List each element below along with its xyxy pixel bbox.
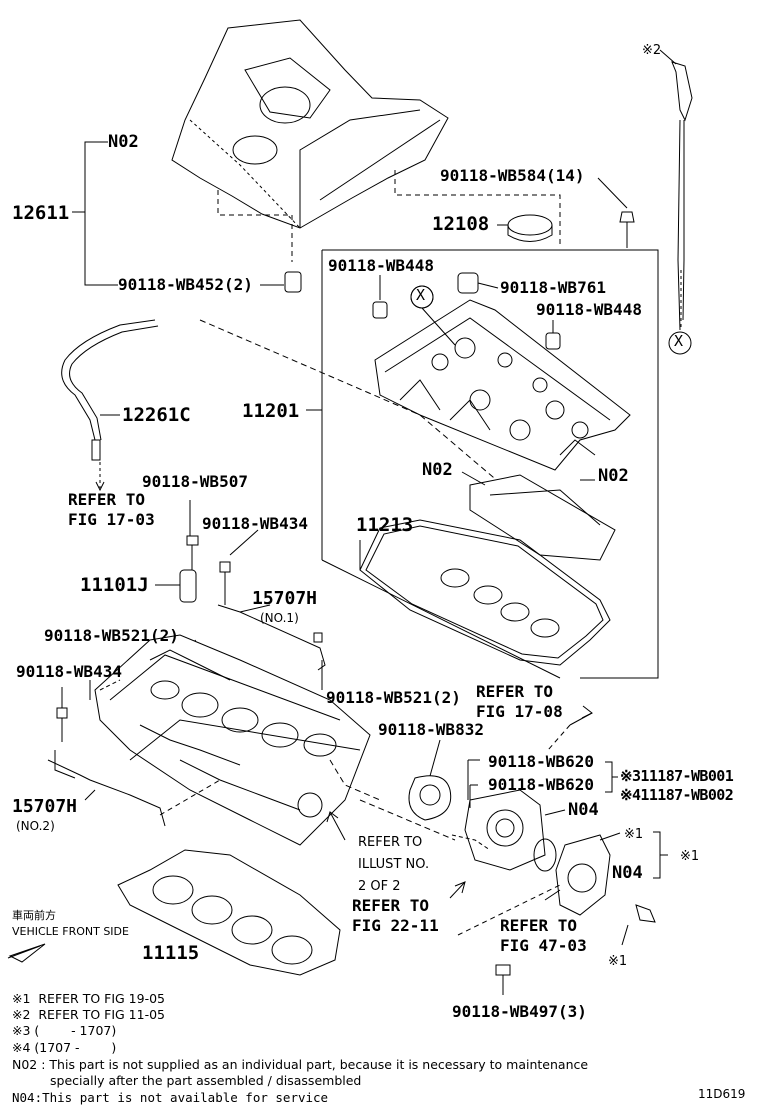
x-mark-left: X <box>416 286 426 304</box>
cylinder-head <box>94 634 371 846</box>
part-11101j-label: 11101J <box>80 574 149 596</box>
part-90118-wb448-a-label: 90118-WB448 <box>328 256 434 275</box>
part-15707h-a-label: 15707H <box>252 588 318 609</box>
figure-id: 11D619 <box>698 1087 746 1101</box>
head-gasket-11115 <box>117 849 341 976</box>
footnote-1: ※1 REFER TO FIG 19-05 <box>12 991 166 1006</box>
refer-fig-47-03: REFER TO FIG 47-03 <box>500 916 587 955</box>
part-12108-label: 12108 <box>432 213 490 235</box>
part-90118-wb434-a-label: 90118-WB434 <box>202 514 308 533</box>
footnote-3: ※3 ( - 1707) <box>12 1023 117 1038</box>
part-90118-wb507-label: 90118-WB507 <box>142 472 248 491</box>
part-90118-wb452-label: 90118-WB452(2) <box>118 275 253 294</box>
n02-top-label: N02 <box>108 132 139 152</box>
part-90118-wb521-a-label: 90118-WB521(2) <box>44 626 179 645</box>
hose-12261c <box>61 319 159 461</box>
part-90118-wb434-b-label: 90118-WB434 <box>16 662 122 681</box>
part-90118-wb497-label: 90118-WB497(3) <box>452 1002 587 1021</box>
part-90118-wb620-b-label: 90118-WB620 <box>488 775 594 794</box>
gasket-11213 <box>359 519 611 666</box>
part-11187-wb002-label: ※411187-WB002 <box>620 786 734 804</box>
part-90118-wb761-label: 90118-WB761 <box>500 278 606 297</box>
part-12261c-label: 12261C <box>122 404 191 426</box>
n02-mid-right-label: N02 <box>598 466 629 486</box>
dipstick <box>659 49 693 355</box>
part-15707h-b-label: 15707H <box>12 796 78 817</box>
part-11115-label: 11115 <box>142 942 200 964</box>
part-15707h-a-sub-label: (NO.1) <box>260 611 299 625</box>
x-mark-right: X <box>674 332 684 350</box>
n02-mid-left-label: N02 <box>422 460 453 480</box>
n04-b-label: N04 <box>612 863 643 883</box>
part-12611-label: 12611 <box>12 202 70 224</box>
engine-cover-12611 <box>171 19 449 229</box>
valve-cover-11201 <box>374 299 631 471</box>
footnote-n02: N02 : This part is not supplied as an in… <box>12 1057 589 1072</box>
part-90118-wb620-a-label: 90118-WB620 <box>488 752 594 771</box>
water-outlet-housing <box>464 789 546 871</box>
star1-c-label: ※1 <box>608 954 628 969</box>
part-90118-wb521-b-label: 90118-WB521(2) <box>326 688 461 707</box>
part-90118-wb832-label: 90118-WB832 <box>378 720 484 739</box>
footnote-n02-cont: specially after the part assembled / dis… <box>50 1073 362 1088</box>
refer-fig-17-08: REFER TO FIG 17-08 <box>476 682 563 721</box>
footnote-4: ※4 (1707 - ) <box>12 1040 117 1055</box>
vehicle-front-jp: 車両前方 <box>12 909 56 922</box>
star2-top-label: ※2 <box>642 43 662 58</box>
vehicle-front-arrow-icon <box>8 944 48 966</box>
star1-b-label: ※1 <box>680 849 700 864</box>
star1-a-label: ※1 <box>624 827 644 842</box>
part-11187-wb001-label: ※311187-WB001 <box>620 767 734 785</box>
n04-a-label: N04 <box>568 800 599 820</box>
refer-fig-17-03: REFER TO FIG 17-03 <box>68 490 155 529</box>
refer-fig-22-11: REFER TO FIG 22-11 <box>352 896 439 935</box>
footnote-n04: N04:This part is not available for servi… <box>12 1090 329 1105</box>
part-11213-label: 11213 <box>356 514 414 536</box>
refer-illust-no: REFER TO ILLUST NO. 2 OF 2 <box>358 835 430 894</box>
vehicle-front-en: VEHICLE FRONT SIDE <box>12 925 129 938</box>
part-90118-wb448-b-label: 90118-WB448 <box>536 300 642 319</box>
part-90118-wb584-label: 90118-WB584(14) <box>440 166 585 185</box>
footnote-2: ※2 REFER TO FIG 11-05 <box>12 1007 166 1022</box>
part-11201-label: 11201 <box>242 400 300 422</box>
part-15707h-b-sub-label: (NO.2) <box>16 819 55 833</box>
